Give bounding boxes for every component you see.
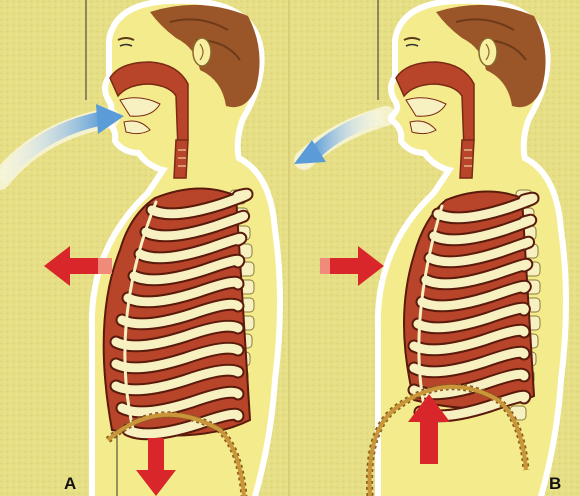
panel-label-b: B [549, 474, 561, 494]
panel-label-a: A [64, 474, 76, 494]
